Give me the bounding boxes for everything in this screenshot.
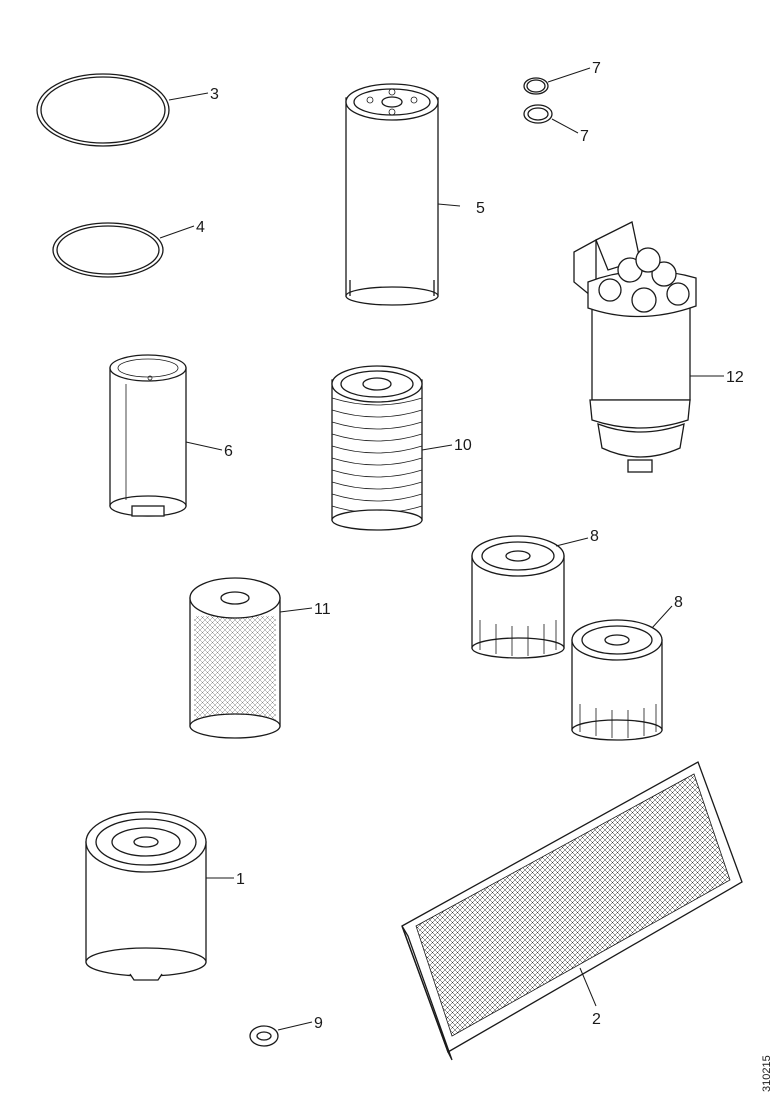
- o-ring-medium: [52, 222, 195, 278]
- callout-11: 11: [314, 601, 331, 618]
- filter-cartridge-slim: [109, 354, 223, 517]
- callout-5: 5: [476, 200, 485, 217]
- sealing-ring-lower: [523, 104, 579, 134]
- figure-id: 310215: [761, 1055, 773, 1092]
- sealing-washer: [249, 1021, 313, 1047]
- spin-on-filter-front: [571, 605, 673, 741]
- filter-element-pleated: [331, 365, 453, 531]
- callout-2: 2: [592, 1011, 601, 1028]
- perforated-filter-insert: [189, 577, 313, 739]
- spin-on-filter-rear: [471, 535, 589, 659]
- sealing-ring-upper: [523, 67, 591, 95]
- filter-cartridge-tall: [345, 83, 461, 306]
- callout-1: 1: [236, 871, 245, 888]
- callout-12: 12: [726, 369, 744, 386]
- callout-3: 3: [210, 86, 219, 103]
- oil-filter-large: [85, 811, 234, 981]
- callout-8-rear: 8: [590, 528, 599, 545]
- callout-7-upper: 7: [592, 60, 601, 77]
- panel-air-filter: [401, 761, 743, 1061]
- callout-6: 6: [224, 443, 233, 460]
- callout-7-lower: 7: [580, 128, 589, 145]
- callout-10: 10: [454, 437, 472, 454]
- fuel-filter-housing: [573, 221, 724, 473]
- callout-4: 4: [196, 219, 205, 236]
- o-ring-large: [36, 73, 209, 147]
- callout-9: 9: [314, 1015, 323, 1032]
- callout-8-front: 8: [674, 594, 683, 611]
